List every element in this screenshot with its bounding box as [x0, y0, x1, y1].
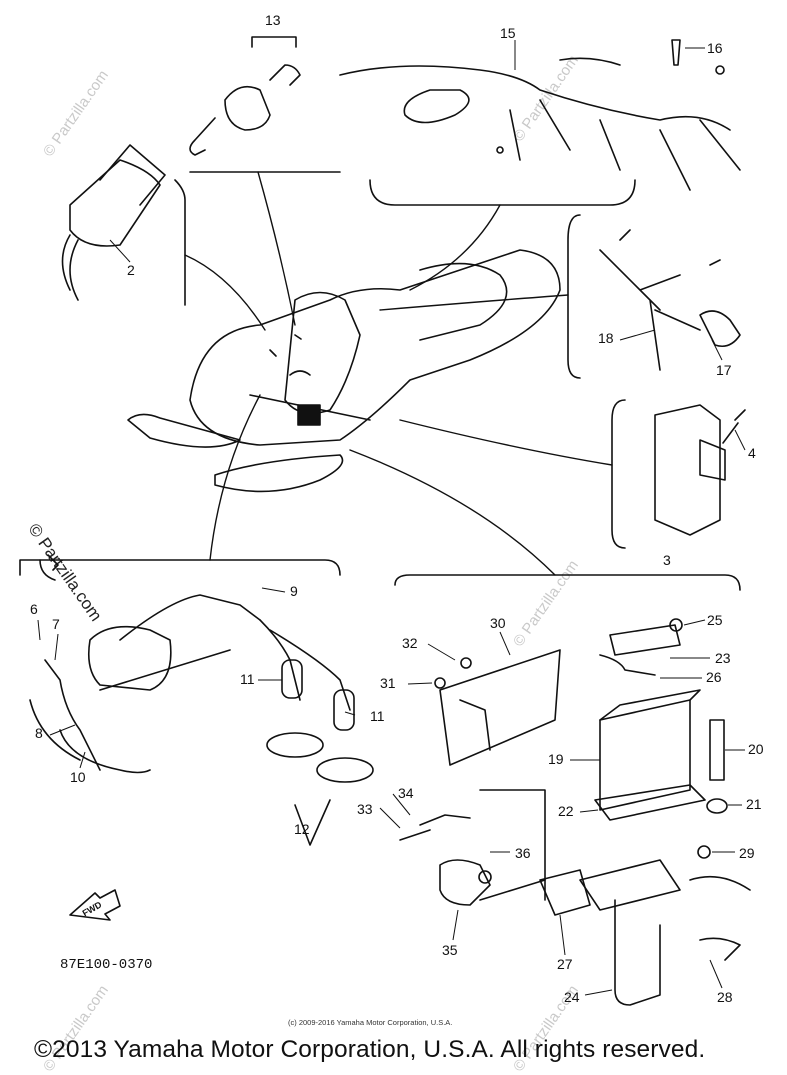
- part-label: 8: [35, 725, 43, 741]
- part-label: 12: [294, 821, 310, 837]
- part-label: 13: [265, 12, 281, 28]
- part-label: 27: [557, 956, 573, 972]
- copyright-notice: ©2013 Yamaha Motor Corporation, U.S.A. A…: [34, 1036, 706, 1063]
- part-label: 32: [402, 635, 418, 651]
- part-label: 10: [70, 769, 86, 785]
- part-number-labels: 13 15 16 2 18 17 4 3 9 6 7 8 10 11 11 12…: [30, 12, 764, 1005]
- leader-lines: [37, 40, 746, 996]
- part-label: 22: [558, 803, 574, 819]
- part-label: 6: [30, 601, 38, 617]
- part-label: 7: [52, 616, 60, 632]
- part-label: 34: [398, 785, 414, 801]
- part-label: 4: [748, 445, 756, 461]
- part-label: 23: [715, 650, 731, 666]
- connector-arrows: [184, 171, 613, 576]
- part-label: 11: [370, 708, 385, 724]
- part-label: 28: [717, 989, 733, 1005]
- part-17-18-switch: [567, 214, 741, 379]
- part-label: 26: [706, 669, 722, 685]
- part-2-cdi-unit: [61, 144, 186, 306]
- part-label: 30: [490, 615, 506, 631]
- ignition-coil-group: [19, 554, 374, 846]
- part-13-drawing: [189, 36, 341, 173]
- small-copyright: (c) 2009-2016 Yamaha Motor Corporation, …: [288, 1018, 453, 1027]
- part-label: 17: [716, 362, 732, 378]
- part-label: 19: [548, 751, 564, 767]
- part-3-regulator: [611, 399, 746, 549]
- part-label: 3: [663, 552, 671, 568]
- diagram-code: 87E100-0370: [60, 957, 153, 973]
- part-15-harness: [339, 39, 741, 206]
- part-label: 18: [598, 330, 614, 346]
- part-label: 29: [739, 845, 755, 861]
- part-label: 16: [707, 40, 723, 56]
- part-label: 9: [290, 583, 298, 599]
- part-label: 11: [240, 671, 255, 687]
- part-label: 35: [442, 942, 458, 958]
- part-label: 2: [127, 262, 135, 278]
- part-label: 25: [707, 612, 723, 628]
- part-label: 33: [357, 801, 373, 817]
- snowmobile-outline: [127, 249, 561, 493]
- part-label: 21: [746, 796, 762, 812]
- part-label: 31: [380, 675, 396, 691]
- part-label: 15: [500, 25, 516, 41]
- part-label: 20: [748, 741, 764, 757]
- part-label: 36: [515, 845, 531, 861]
- battery-group: [394, 574, 751, 1006]
- fwd-arrow-icon: [69, 889, 121, 921]
- part-label: 24: [564, 989, 580, 1005]
